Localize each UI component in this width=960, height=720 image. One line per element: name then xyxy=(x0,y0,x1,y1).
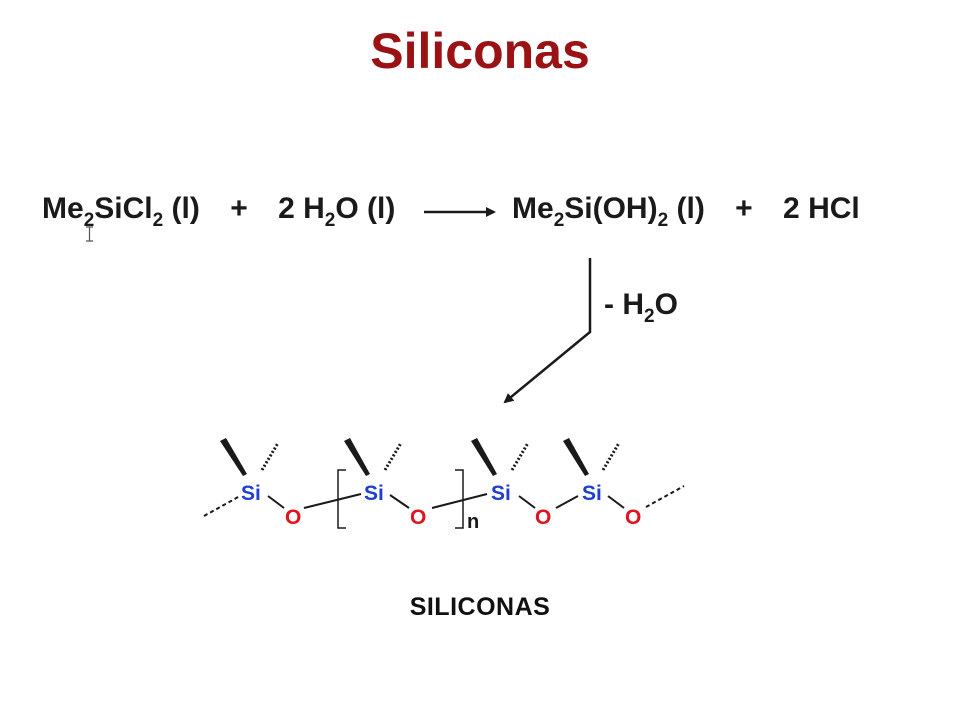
product-silanediol: Me2Si(OH)2 (l) xyxy=(512,192,705,231)
methyl-wedge xyxy=(563,438,589,476)
silicon-atom: Si xyxy=(582,482,602,505)
siloxane-polymer: n Si O Si O Si O Si O xyxy=(203,438,685,533)
slide-title: Siliconas xyxy=(370,23,590,79)
oxygen-atom: O xyxy=(535,506,551,529)
methyl-hash xyxy=(601,442,621,471)
chain-terminal-left xyxy=(203,495,241,517)
condensation-arrow xyxy=(503,258,592,404)
chain-terminal-right xyxy=(645,485,685,508)
methyl-wedge xyxy=(344,438,370,476)
bond-si-o xyxy=(607,495,625,509)
oxygen-atom: O xyxy=(410,506,426,529)
methyl-hash xyxy=(260,442,280,471)
text-cursor-icon xyxy=(86,226,93,242)
repeat-count-label: n xyxy=(467,511,479,533)
reactant-water: 2 H2O (l) xyxy=(278,192,396,231)
methyl-hash xyxy=(510,442,530,471)
plus-sign: + xyxy=(735,192,753,225)
methyl-wedge xyxy=(471,438,497,476)
silicon-atom: Si xyxy=(491,482,511,505)
condensation-label: - H2O xyxy=(604,288,678,327)
product-hcl: 2 HCl xyxy=(783,192,860,225)
plus-sign: + xyxy=(230,192,248,225)
methyl-wedge xyxy=(220,438,247,476)
reaction-reactants: Me2SiCl2 (l) + 2 H2O (l) xyxy=(42,192,396,231)
oxygen-atom: O xyxy=(285,506,301,529)
bond-si-o xyxy=(267,495,285,509)
polymer-caption: SILICONAS xyxy=(409,593,551,621)
oxygen-atom: O xyxy=(625,506,641,529)
reaction-products: Me2Si(OH)2 (l) + 2 HCl xyxy=(512,192,860,231)
bond-o-si xyxy=(555,495,579,509)
silicon-atom: Si xyxy=(241,482,261,505)
bond-o-si xyxy=(431,493,488,509)
reactant-dimethyldichlorosilane: Me2SiCl2 (l) xyxy=(42,192,200,231)
bond-si-o xyxy=(518,495,536,509)
bond-o-si xyxy=(303,493,362,509)
bond-si-o xyxy=(389,494,410,509)
repeat-bracket-right xyxy=(455,469,464,529)
methyl-hash xyxy=(383,442,403,471)
silicon-atom: Si xyxy=(364,482,384,505)
repeat-bracket-left xyxy=(337,469,346,529)
